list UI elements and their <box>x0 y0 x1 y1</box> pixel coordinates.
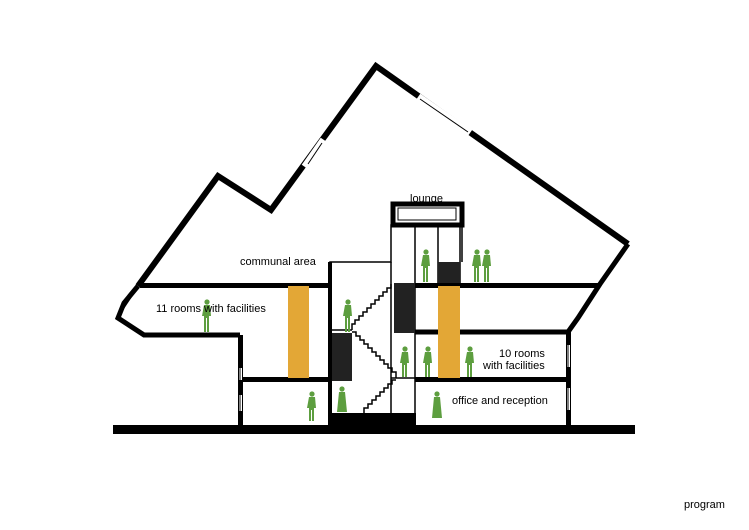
person-figure <box>472 249 481 282</box>
left-base-wall <box>238 335 243 427</box>
label-program: program <box>684 499 725 511</box>
human-figures <box>202 249 491 421</box>
staircase-middle <box>352 331 397 378</box>
right-wing-window <box>579 289 597 315</box>
person-figure <box>337 386 347 412</box>
orange-core-left <box>288 286 309 378</box>
roof-window <box>419 98 469 133</box>
ground-slab <box>113 425 635 434</box>
orange-core-right <box>438 286 460 378</box>
person-figure <box>423 346 432 377</box>
label-rooms-left: 11 rooms with facilities <box>156 303 266 315</box>
staircase-lower <box>363 379 396 413</box>
person-figure <box>432 391 442 418</box>
person-figure <box>343 299 352 332</box>
core-bottom-slab <box>330 413 416 425</box>
staircase-upper <box>351 284 392 330</box>
label-office-reception: office and reception <box>452 395 548 407</box>
right-wing-outline <box>415 242 631 335</box>
label-communal-area: communal area <box>240 256 317 268</box>
person-figure <box>400 346 409 377</box>
roof-window <box>307 142 323 165</box>
label-rooms-right-line1: 10 rooms <box>499 348 545 360</box>
person-figure <box>421 249 430 282</box>
left-wing-outline <box>114 284 240 338</box>
person-figure <box>465 346 474 377</box>
dark-block <box>394 283 415 333</box>
floor-slab-lower-right <box>415 377 571 382</box>
core-left-wall <box>328 262 332 425</box>
label-lounge: lounge <box>410 193 443 205</box>
right-base-wall <box>566 332 571 427</box>
floor-slab-lower-left <box>240 377 330 382</box>
right-wing-window <box>605 249 625 275</box>
lounge-window <box>397 207 457 221</box>
label-rooms-right-line2: with facilities <box>482 360 545 372</box>
person-figure <box>307 391 316 421</box>
floor-slab-communal <box>140 283 328 288</box>
roof-outline <box>135 61 630 288</box>
left-wing-window <box>119 292 135 315</box>
person-figure <box>482 249 491 282</box>
dark-block <box>332 333 352 381</box>
dark-block <box>438 262 460 283</box>
floor-slab-upper-right <box>415 283 600 288</box>
person-figure <box>202 299 211 332</box>
